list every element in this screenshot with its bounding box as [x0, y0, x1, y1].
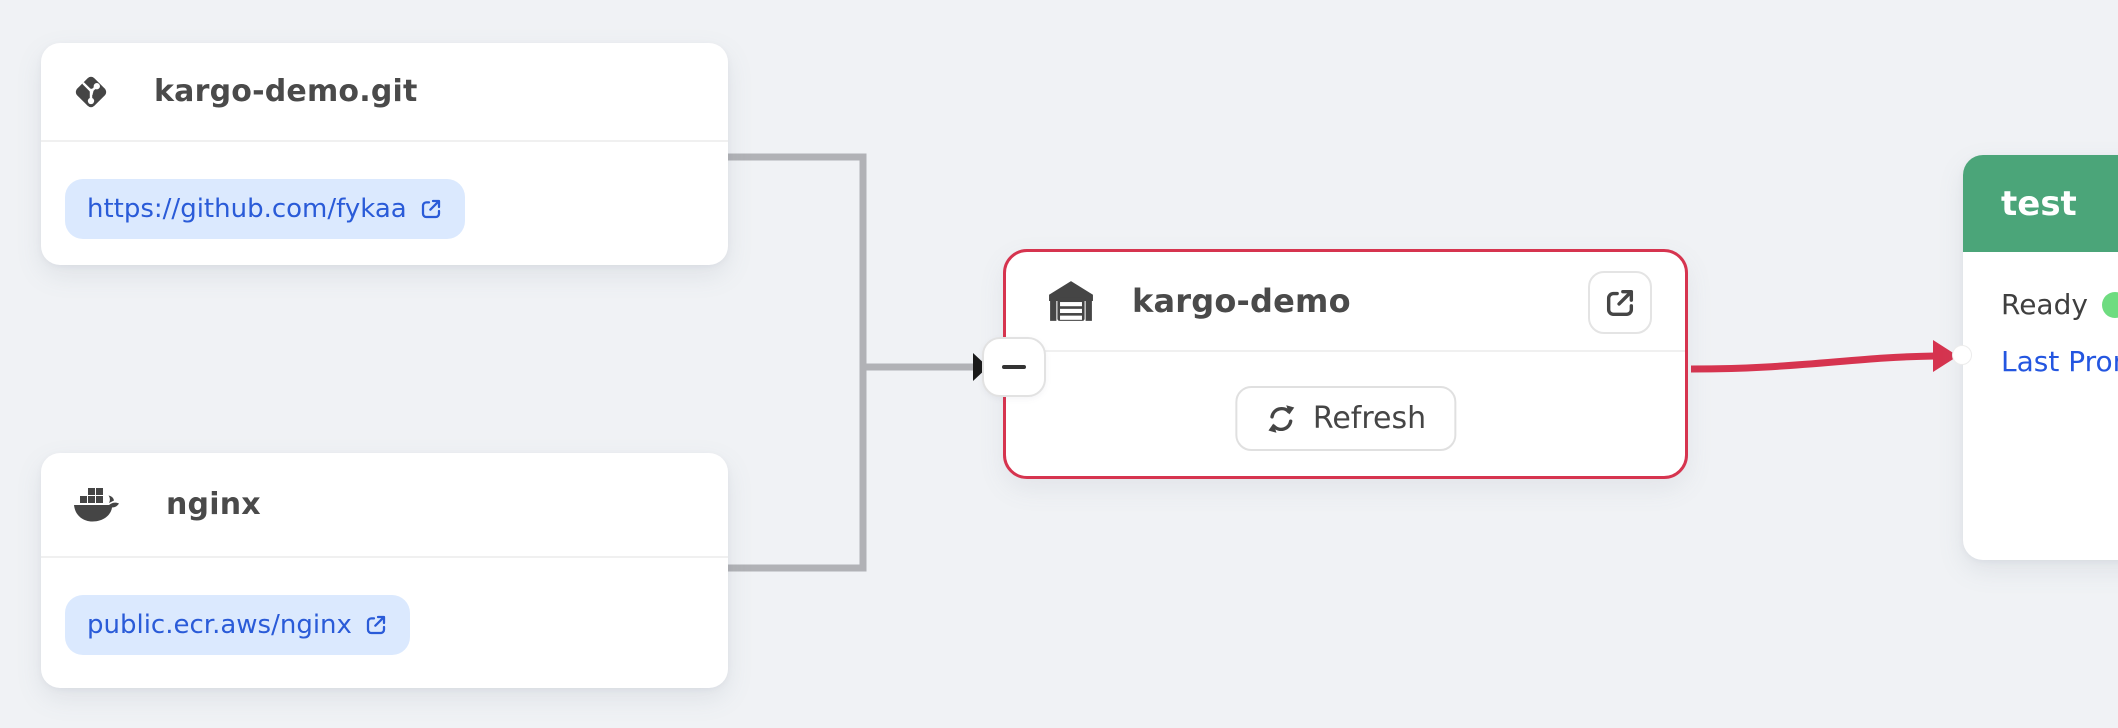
repo-git-url-link[interactable]: https://github.com/fykaa — [65, 179, 465, 239]
external-link-icon — [1606, 289, 1634, 316]
refresh-button[interactable]: Refresh — [1234, 386, 1457, 451]
repo-card-nginx: nginx public.ecr.aws/nginx — [41, 453, 728, 688]
divider — [1006, 350, 1685, 352]
collapse-subscriptions-button[interactable] — [982, 337, 1046, 397]
external-link-icon — [366, 615, 386, 635]
last-promotion-link[interactable]: Last Promotion — [2001, 345, 2118, 378]
repo-nginx-url-text: public.ecr.aws/nginx — [87, 610, 352, 640]
warehouse-card-title: kargo-demo — [1132, 282, 1351, 320]
stage-health-row: Ready — [2001, 288, 2118, 321]
repo-card-nginx-header: nginx — [41, 453, 728, 556]
stage-card-test[interactable]: test Ready Last Promotion — [1963, 155, 2118, 560]
warehouse-open-button[interactable] — [1588, 271, 1652, 334]
edge-connection-node — [1952, 345, 1972, 365]
repo-git-url-text: https://github.com/fykaa — [87, 194, 407, 224]
stage-test-title: test — [2001, 183, 2077, 224]
connector-bracket — [726, 153, 867, 572]
minus-icon — [1002, 365, 1026, 369]
git-icon — [72, 73, 110, 111]
promote-edge — [1690, 352, 1936, 373]
repo-card-nginx-title: nginx — [166, 487, 261, 522]
green-dot — [2101, 291, 2118, 318]
divider — [41, 556, 728, 558]
warehouse-card[interactable]: kargo-demo Refresh — [1003, 249, 1688, 479]
stage-health-label: Ready — [2001, 288, 2088, 321]
warehouse-card-header: kargo-demo — [1006, 252, 1685, 350]
stage-test-header: test — [1963, 155, 2118, 252]
divider — [41, 140, 728, 142]
repo-card-git-header: kargo-demo.git — [41, 43, 728, 140]
refresh-button-label: Refresh — [1312, 401, 1427, 436]
refresh-icon — [1267, 404, 1294, 433]
repo-nginx-url-link[interactable]: public.ecr.aws/nginx — [65, 595, 410, 655]
external-link-icon — [421, 199, 440, 219]
docker-icon — [72, 484, 122, 526]
warehouse-icon — [1048, 280, 1094, 322]
repo-card-git-title: kargo-demo.git — [154, 74, 418, 109]
repo-card-git: kargo-demo.git https://github.com/fykaa — [41, 43, 728, 265]
